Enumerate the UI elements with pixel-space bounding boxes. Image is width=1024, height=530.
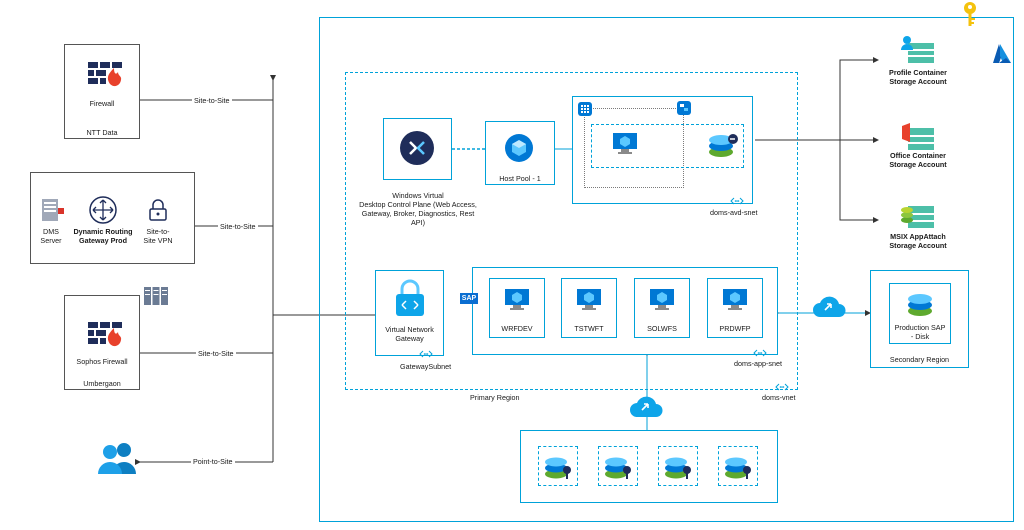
azure-subscription-box xyxy=(319,17,1014,522)
profile-storage-icon xyxy=(900,34,936,69)
msix-storage-label: MSIX AppAttach Storage Account xyxy=(889,232,947,250)
vpn-gateway-icon xyxy=(392,279,428,324)
sap-logo-icon: SAP xyxy=(460,293,478,304)
ntt-site-label: NTT Data xyxy=(86,128,118,137)
primary-region-box xyxy=(345,72,798,390)
vm-icon xyxy=(503,286,531,319)
office-storage-label: Office Container Storage Account xyxy=(889,151,947,169)
ntt-link-label: Site-to-Site xyxy=(192,96,232,105)
cloud-sync-icon xyxy=(812,295,846,326)
disk-icon xyxy=(904,289,936,324)
gateway-subnet-icon xyxy=(419,350,433,358)
dms-server-label: DMS Server xyxy=(40,227,62,245)
host-pool-icon xyxy=(504,133,534,168)
vnet-label: doms-vnet xyxy=(762,393,796,402)
disk-dash-box xyxy=(718,446,758,486)
managed-disk-icon xyxy=(706,130,740,165)
scale-set-icon xyxy=(677,101,691,120)
router-icon xyxy=(88,195,118,230)
session-host-group xyxy=(584,108,684,188)
host-pool-label: Host Pool - 1 xyxy=(499,174,541,183)
server-rack-icon xyxy=(144,287,168,310)
vm-label: PRDWFP xyxy=(719,324,751,333)
vpn-label: Site-to- Site VPN xyxy=(143,227,173,245)
vm-box-wrfdev xyxy=(489,278,545,338)
profile-storage-label: Profile Container Storage Account xyxy=(889,68,947,86)
users-link-label: Point-to-Site xyxy=(191,457,235,466)
production-disk-label: Production SAP - Disk xyxy=(894,323,946,341)
app-subnet-icon xyxy=(753,349,767,357)
vm-label: SOLWFS xyxy=(647,324,677,333)
avd-subnet-icon xyxy=(730,197,744,205)
vm-label: WRFDEV xyxy=(501,324,533,333)
disk-dash-box xyxy=(658,446,698,486)
secondary-region-label: Secondary Region xyxy=(889,355,950,364)
disk-dash-box xyxy=(598,446,638,486)
app-subnet-label: doms-app-snet xyxy=(734,359,782,368)
wvd-icon xyxy=(399,130,435,171)
users-icon xyxy=(96,440,140,479)
avd-subnet-label: doms-avd-snet xyxy=(710,208,758,217)
wvd-control-plane-label: Windows Virtual Desktop Control Plane (W… xyxy=(359,191,477,227)
key-icon xyxy=(960,0,980,35)
gateway-subnet-label: GatewaySubnet xyxy=(400,362,452,371)
office-storage-icon xyxy=(900,122,936,157)
ntt-firewall-label: Firewall xyxy=(89,99,115,108)
cloud-sync-icon xyxy=(629,395,663,426)
grid-icon xyxy=(578,102,592,121)
ntt-data-box xyxy=(64,44,140,139)
session-host-dash-box xyxy=(591,124,744,168)
router-label: Dynamic Routing Gateway Prod xyxy=(73,227,133,245)
umbergaon-label: Umbergaon xyxy=(83,379,121,388)
encrypted-disk-icon xyxy=(602,452,634,487)
sophos-firewall-label: Sophos Firewall xyxy=(76,357,128,366)
firewall-icon xyxy=(88,62,122,93)
lock-icon xyxy=(148,199,168,226)
msix-storage-icon xyxy=(900,200,936,235)
vm-icon xyxy=(648,286,676,319)
vnet-icon xyxy=(775,383,789,391)
vnet-gateway-label: Virtual Network Gateway xyxy=(385,325,434,343)
primary-region-label: Primary Region xyxy=(470,393,520,402)
session-host-vm-icon xyxy=(611,130,639,163)
encrypted-disk-icon xyxy=(662,452,694,487)
disk-dash-box xyxy=(538,446,578,486)
encrypted-disk-icon xyxy=(542,452,574,487)
encrypted-disk-icon xyxy=(722,452,754,487)
vm-icon xyxy=(721,286,749,319)
vm-label: TSTWFT xyxy=(574,324,604,333)
firewall-icon xyxy=(88,322,122,353)
vm-icon xyxy=(575,286,603,319)
umbergaon-link-label: Site-to-Site xyxy=(196,349,236,358)
azure-logo-icon xyxy=(990,42,1014,71)
server-icon xyxy=(42,199,64,226)
dms-link-label: Site-to-Site xyxy=(218,222,258,231)
